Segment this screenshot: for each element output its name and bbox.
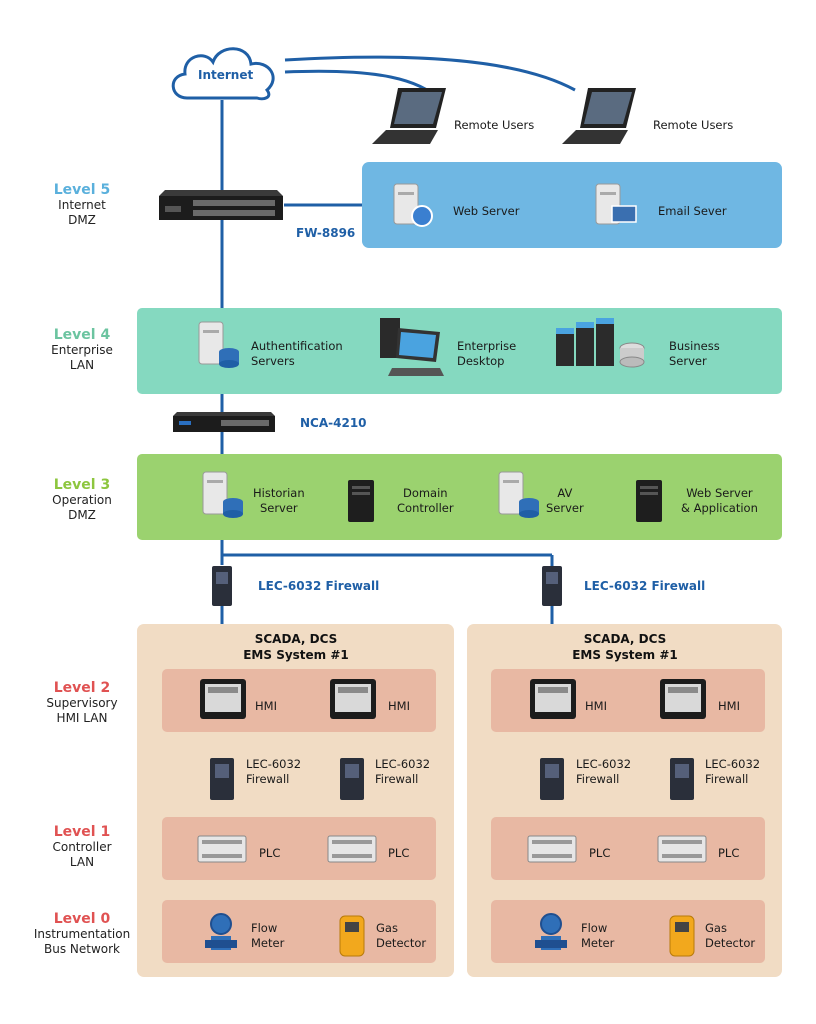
enterprise-lan-band [137, 308, 782, 394]
hmi-panel-icon [530, 679, 576, 719]
firewall-appliance-icon [159, 190, 283, 220]
hmi-panel-icon [330, 679, 376, 719]
domain-controller-label: Domain Controller [397, 486, 454, 515]
system-1-fw-label-2: LEC-6032 Firewall [375, 757, 431, 786]
historian-server-icon [202, 471, 243, 518]
level-5-label: Level 5 Internet DMZ [22, 183, 142, 228]
network-appliance-icon [173, 412, 275, 432]
email-server-label: Email Sever [658, 204, 727, 218]
remote-users-label-2: Remote Users [653, 118, 734, 132]
system-1-fw-label-1: LEC-6032 Firewall [246, 757, 302, 786]
system-2-hmi-label-1: HMI [585, 699, 607, 713]
industrial-firewall-icon [340, 758, 364, 800]
system-2-plc-label-1: PLC [589, 846, 611, 860]
lec-firewall-label-1: LEC-6032 Firewall [258, 579, 380, 593]
system-2-flow-meter-label: Flow Meter [581, 921, 615, 950]
authentication-servers-label: Authentification Servers [251, 339, 343, 368]
internet-label: Internet [198, 68, 254, 82]
level-2-name: Supervisory HMI LAN [46, 696, 118, 725]
level-3-label: Level 3 Operation DMZ [22, 478, 142, 523]
lec-firewall-label-2: LEC-6032 Firewall [584, 579, 706, 593]
level-1-label: Level 1 Controller LAN [22, 825, 142, 870]
business-server-label: Business Server [669, 339, 720, 368]
laptop-icon [372, 88, 446, 144]
level-1-number: Level 1 [53, 824, 111, 840]
gas-detector-icon [669, 915, 695, 957]
system-1-device-band [162, 900, 436, 963]
av-server-label: AV Server [546, 486, 584, 515]
plc-icon [327, 835, 377, 863]
flow-meter-icon [535, 913, 567, 950]
domain-controller-icon [348, 480, 374, 522]
level-2-number: Level 2 [53, 680, 111, 696]
operation-dmz-band [137, 454, 782, 540]
hmi-panel-icon [200, 679, 246, 719]
system-2-gas-detector-label: Gas Detector [705, 921, 756, 950]
av-server-icon [498, 471, 539, 518]
level-5-name: Internet DMZ [58, 198, 106, 227]
level-1-name: Controller LAN [52, 840, 112, 869]
historian-server-label: Historian Server [253, 486, 305, 515]
enterprise-desktop-icon [380, 318, 444, 376]
level-0-name: Instrumentation Bus Network [33, 927, 131, 956]
level-0-label: Level 0 Instrumentation Bus Network [22, 912, 142, 957]
level-4-number: Level 4 [53, 327, 111, 343]
level-5-number: Level 5 [53, 182, 111, 198]
level-3-number: Level 3 [53, 477, 111, 493]
plc-icon [657, 835, 707, 863]
fw-8896-label: FW-8896 [296, 226, 356, 240]
web-application-server-icon [636, 480, 662, 522]
level-4-name: Enterprise LAN [51, 343, 113, 372]
business-server-icon [556, 318, 645, 368]
system-1-hmi-label-1: HMI [255, 699, 277, 713]
industrial-firewall-icon [540, 758, 564, 800]
system-2-title: SCADA, DCS EMS System #1 [572, 632, 678, 662]
nca-4210-label: NCA-4210 [300, 416, 367, 430]
authentication-server-icon [198, 321, 239, 368]
industrial-firewall-icon [212, 566, 232, 606]
system-2-plc-label-2: PLC [718, 846, 740, 860]
system-1-plc-label-2: PLC [388, 846, 410, 860]
remote-users-label-1: Remote Users [454, 118, 535, 132]
web-server-label: Web Server [453, 204, 520, 218]
web-server-icon [393, 183, 433, 227]
plc-icon [527, 835, 577, 863]
wire-internet-remote-1 [284, 55, 576, 92]
laptop-icon [562, 88, 636, 144]
system-2-device-band [491, 900, 765, 963]
system-1-hmi-label-2: HMI [388, 699, 410, 713]
system-1-flow-meter-label: Flow Meter [251, 921, 285, 950]
enterprise-desktop-label: Enterprise Desktop [457, 339, 517, 368]
level-2-label: Level 2 Supervisory HMI LAN [22, 681, 142, 726]
system-2-fw-label-2: LEC-6032 Firewall [705, 757, 761, 786]
industrial-firewall-icon [210, 758, 234, 800]
industrial-firewall-icon [670, 758, 694, 800]
system-1-gas-detector-label: Gas Detector [376, 921, 427, 950]
system-2-hmi-label-2: HMI [718, 699, 740, 713]
cloud-icon [171, 47, 275, 101]
email-server-icon [595, 183, 637, 225]
level-3-name: Operation DMZ [52, 493, 112, 522]
internet-dmz-box [362, 162, 782, 248]
plc-icon [197, 835, 247, 863]
system-2-fw-label-1: LEC-6032 Firewall [576, 757, 632, 786]
web-server-application-label: Web Server & Application [681, 486, 758, 515]
system-1-title: SCADA, DCS EMS System #1 [243, 632, 349, 662]
gas-detector-icon [339, 915, 365, 957]
level-4-label: Level 4 Enterprise LAN [22, 328, 142, 373]
system-1-plc-label-1: PLC [259, 846, 281, 860]
flow-meter-icon [205, 913, 237, 950]
industrial-firewall-icon [542, 566, 562, 606]
level-0-number: Level 0 [53, 911, 111, 927]
hmi-panel-icon [660, 679, 706, 719]
